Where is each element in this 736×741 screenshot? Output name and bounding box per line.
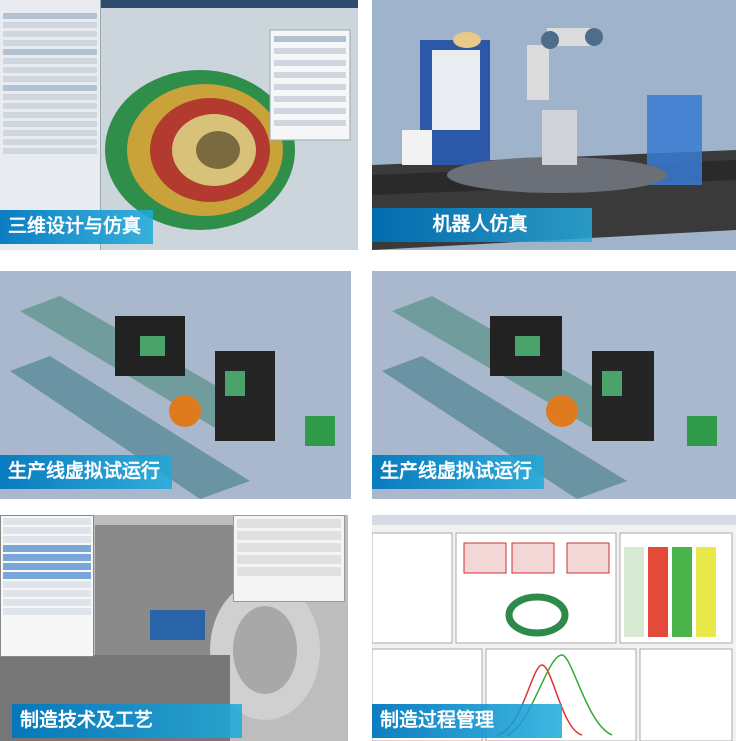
cad-gear-illustration (100, 8, 358, 250)
caption-3d-design: 三维设计与仿真 (0, 210, 154, 244)
tile-manufacturing-tech: 制造技术及工艺 (0, 515, 348, 741)
cad-title-bar (0, 0, 358, 8)
robot-cell-illustration (372, 0, 736, 250)
caption-robot-simulation: 机器人仿真 (372, 208, 592, 242)
tile-line-commissioning-2: 生产线虚拟试运行 (372, 271, 736, 499)
tile-process-management: 制造过程管理 (372, 515, 736, 741)
simulation-control-panel (0, 515, 94, 657)
caption-line-commissioning-2: 生产线虚拟试运行 (372, 455, 545, 489)
caption-manufacturing-tech: 制造技术及工艺 (12, 704, 242, 738)
coordinates-panel (233, 515, 345, 602)
tile-3d-design: 三维设计与仿真 (0, 0, 358, 250)
tile-line-commissioning-1: 生产线虚拟试运行 (0, 271, 351, 499)
caption-line-commissioning-1: 生产线虚拟试运行 (0, 455, 173, 489)
caption-process-management: 制造过程管理 (372, 704, 562, 738)
cad-side-panel (0, 0, 101, 250)
production-line-illustration (0, 271, 351, 499)
tile-robot-simulation: 机器人仿真 (372, 0, 736, 250)
